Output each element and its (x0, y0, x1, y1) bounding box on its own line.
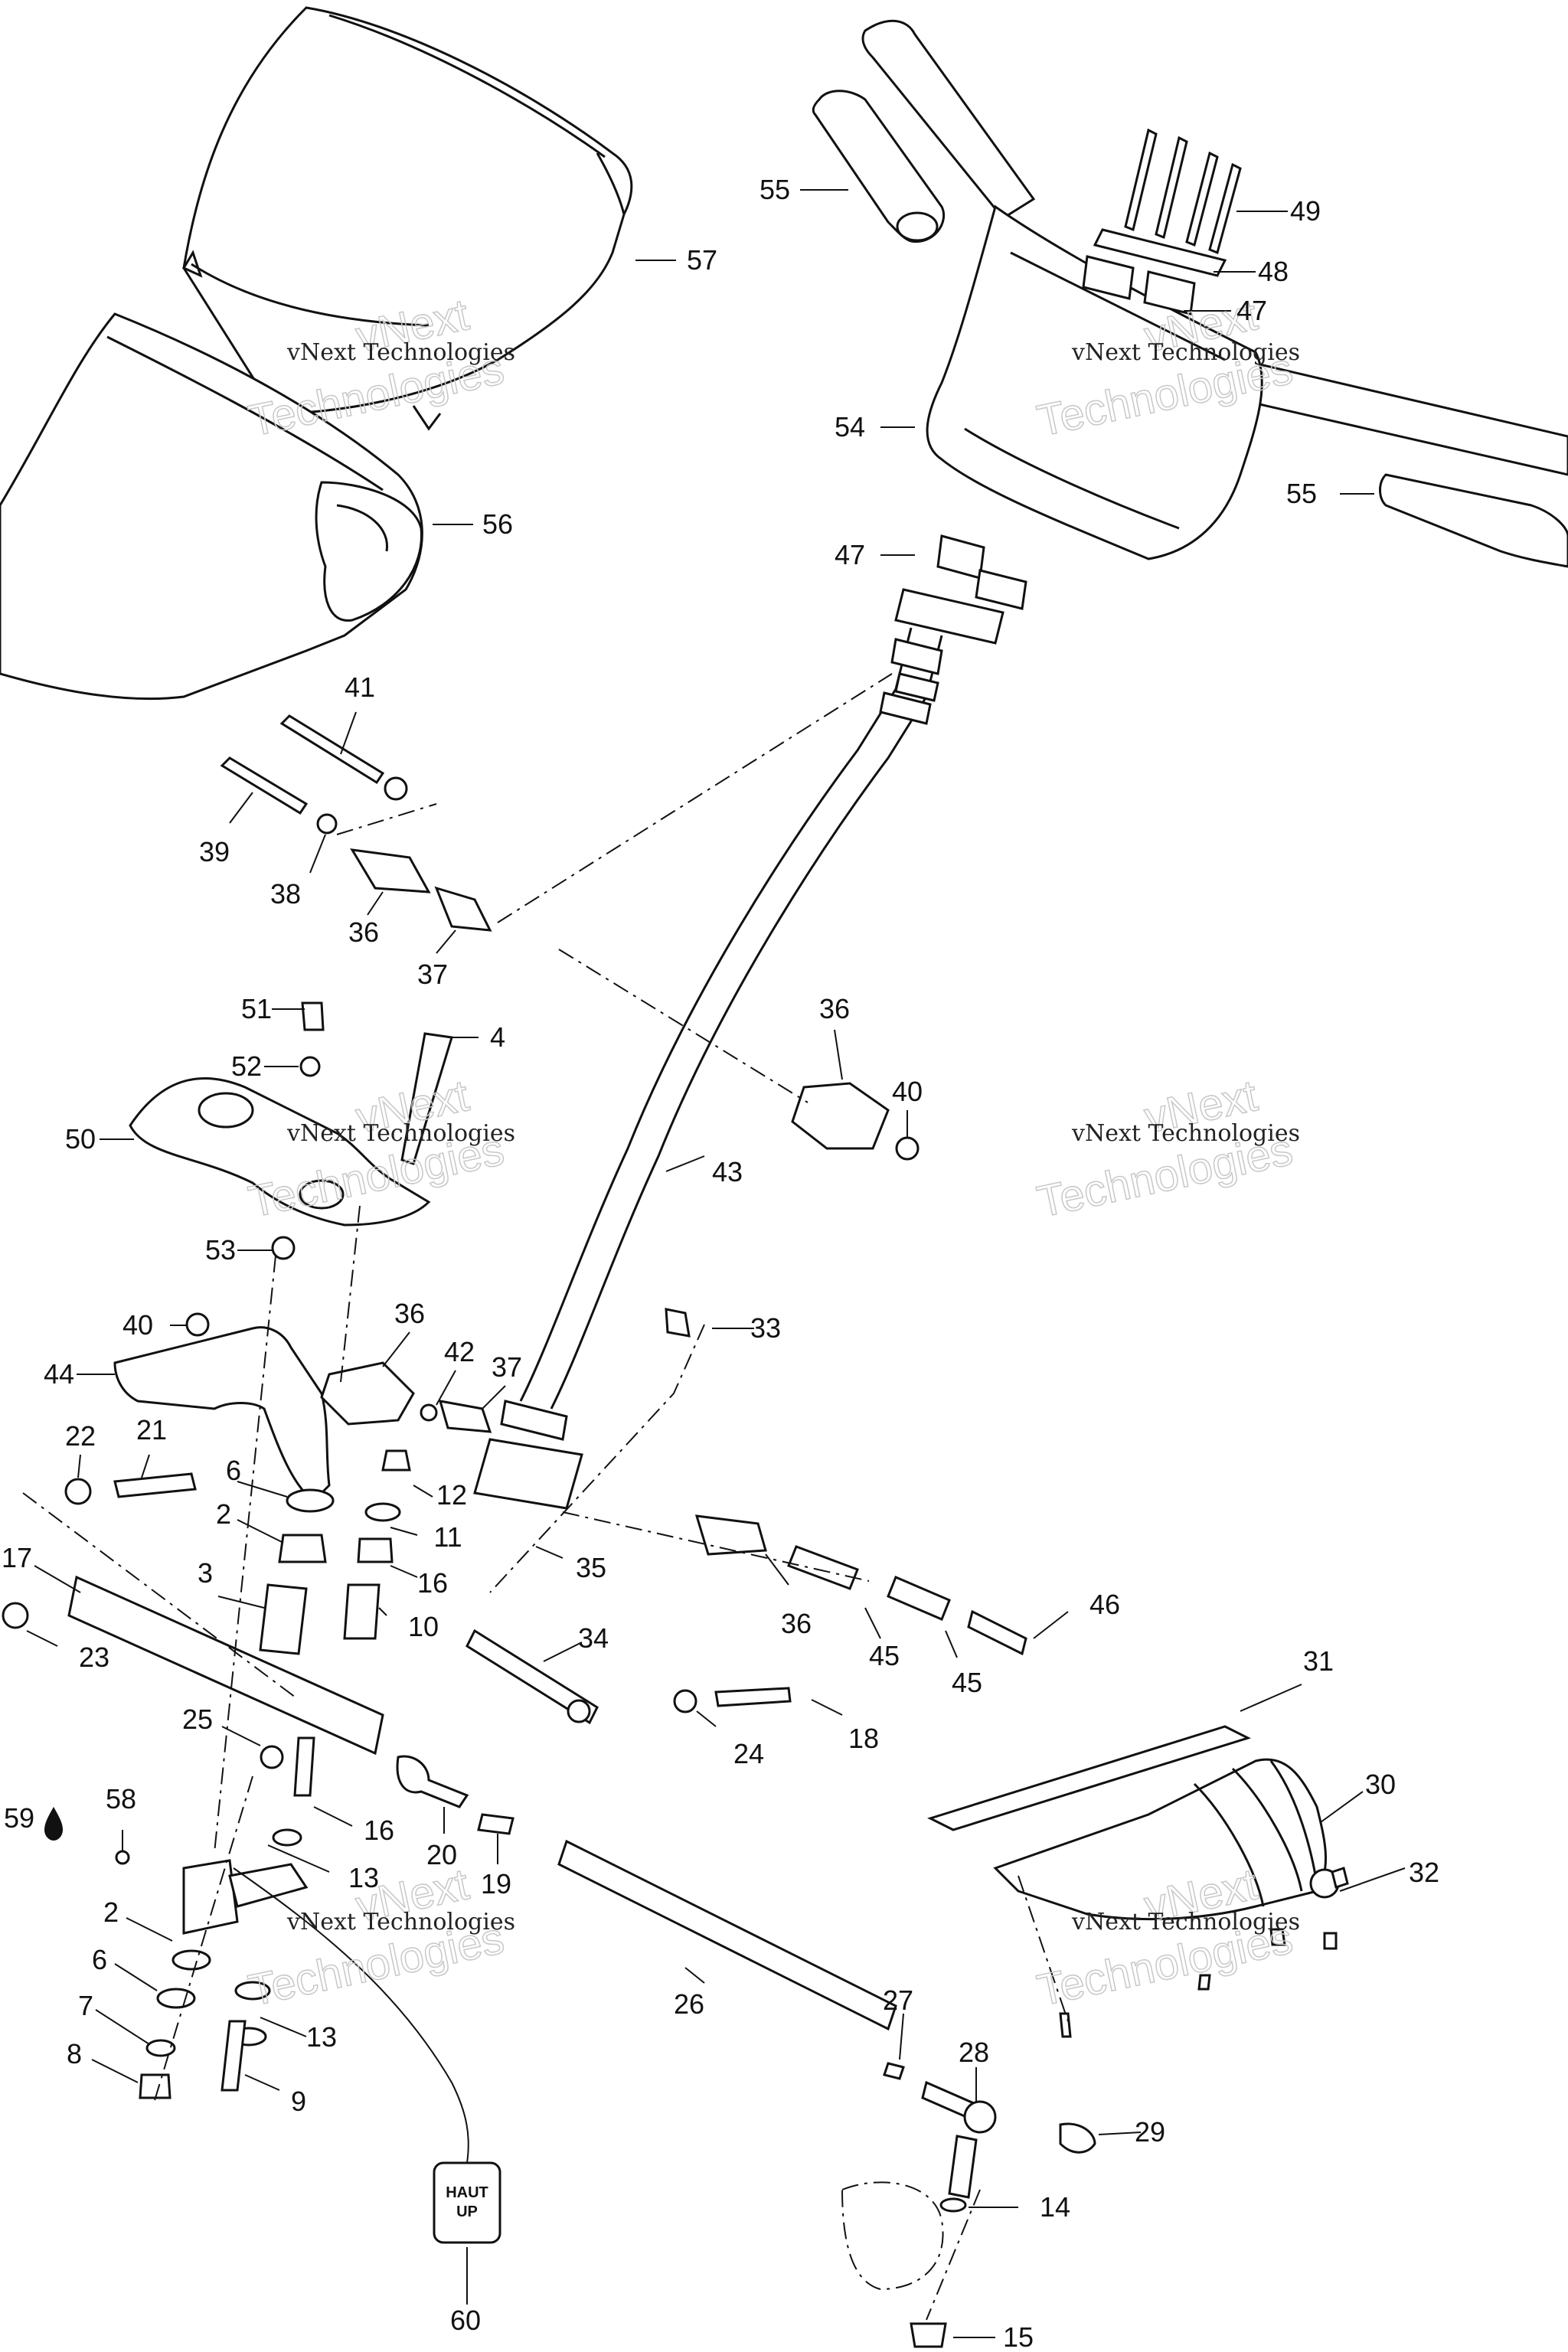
callout-11: 11 (433, 1521, 462, 1553)
callout-15: 15 (1003, 2321, 1034, 2352)
callout-50: 50 (65, 1123, 96, 1155)
callout-26: 26 (674, 1988, 704, 2020)
windshield-57 (181, 6, 633, 431)
callout-47-upper: 47 (1236, 295, 1267, 326)
callout-49: 49 (1290, 195, 1321, 227)
links (466, 1308, 1027, 1725)
callout-28: 28 (959, 2037, 989, 2068)
callout-59: 59 (4, 1802, 34, 1834)
callout-60: 60 (450, 2305, 481, 2336)
callout-36-lower: 36 (781, 1608, 812, 1639)
callout-52: 52 (231, 1050, 262, 1082)
callout-24: 24 (733, 1738, 764, 1769)
callout-34: 34 (578, 1622, 609, 1654)
callout-16-upper: 16 (417, 1567, 448, 1599)
callout-13-lower: 13 (306, 2021, 337, 2053)
watermark-text-2: vNext Technologies (1071, 339, 1300, 366)
callout-12: 12 (436, 1479, 467, 1511)
bracket-50 (129, 1001, 453, 1260)
callout-39: 39 (199, 836, 230, 867)
callout-37-upper: 37 (417, 959, 448, 990)
callout-35: 35 (576, 1552, 606, 1583)
callout-56: 56 (482, 508, 513, 540)
callout-21: 21 (136, 1414, 167, 1446)
callout-19: 19 (481, 1868, 511, 1900)
callout-18: 18 (848, 1723, 879, 1754)
boot-assembly (926, 1725, 1349, 2038)
callout-13-upper: 13 (348, 1862, 379, 1893)
callout-43: 43 (712, 1156, 743, 1187)
callout-2-lower: 2 (103, 1896, 119, 1928)
callout-42: 42 (444, 1336, 475, 1367)
callout-45-right: 45 (952, 1667, 982, 1698)
callout-41: 41 (345, 671, 375, 703)
callout-47-lower: 47 (835, 539, 865, 570)
callout-40-left: 40 (122, 1309, 153, 1341)
callout-38: 38 (270, 878, 301, 910)
callout-55-left-grip: 55 (760, 174, 790, 205)
upper-fasteners (220, 714, 492, 932)
callout-36-right: 36 (819, 993, 850, 1024)
left-stack (64, 1449, 411, 1655)
callout-6-upper: 6 (226, 1455, 241, 1486)
watermark-text-5: vNext Technologies (286, 1909, 515, 1936)
callout-27: 27 (883, 1984, 913, 2016)
callout-53: 53 (205, 1234, 236, 1266)
callout-36-center: 36 (394, 1298, 425, 1329)
watermark-text-1: vNext Technologies (286, 339, 515, 366)
callout-40-right: 40 (892, 1076, 923, 1107)
sleeve-36-center (320, 1361, 492, 1433)
callout-3: 3 (198, 1557, 213, 1589)
callout-46: 46 (1089, 1589, 1120, 1620)
callouts: 55 49 57 48 47 54 56 55 47 41 39 38 36 3… (2, 174, 1439, 2352)
up-label-60: HAUT UP (233, 1867, 501, 2244)
callout-2-upper: 2 (216, 1498, 231, 1530)
callout-23: 23 (79, 1642, 109, 1673)
callout-20: 20 (426, 1839, 457, 1870)
callout-32: 32 (1409, 1857, 1439, 1888)
callout-10: 10 (408, 1611, 439, 1642)
callout-4: 4 (490, 1021, 505, 1053)
handlebar-assembly (812, 19, 1568, 645)
watermark-text-4: vNext Technologies (1071, 1120, 1300, 1147)
callout-25: 25 (182, 1704, 213, 1735)
callout-9: 9 (291, 2086, 306, 2117)
callout-37-center: 37 (492, 1351, 522, 1383)
callout-51: 51 (241, 993, 272, 1024)
callout-31: 31 (1303, 1645, 1334, 1677)
steering-column-43 (473, 627, 943, 1510)
callout-55-right-grip: 55 (1286, 478, 1317, 509)
leader-lines (26, 189, 1406, 2338)
sleeve-36-right (791, 1082, 920, 1161)
callout-14: 14 (1040, 2191, 1070, 2223)
up-label-line1: HAUT (446, 2184, 488, 2201)
callout-57: 57 (687, 244, 717, 276)
callout-54: 54 (835, 411, 865, 443)
callout-44: 44 (44, 1358, 74, 1390)
arm-17 (2, 1575, 384, 1769)
up-label-line2: UP (456, 2203, 478, 2220)
watermark-text-3: vNext Technologies (286, 1120, 515, 1147)
callout-29: 29 (1135, 2116, 1165, 2148)
fairing-56 (0, 312, 423, 701)
callout-45-left: 45 (869, 1640, 900, 1671)
callout-48: 48 (1258, 256, 1289, 287)
callout-8: 8 (67, 2038, 82, 2069)
bracket-44 (113, 1312, 331, 1502)
callout-22: 22 (65, 1420, 96, 1452)
callout-36-upper: 36 (348, 916, 379, 948)
watermark-text-6: vNext Technologies (1071, 1909, 1300, 1936)
callout-6-lower: 6 (92, 1944, 107, 1975)
tie-rod-26 (396, 1755, 1096, 2348)
callout-33: 33 (750, 1312, 781, 1344)
callout-16-lower: 16 (364, 1815, 394, 1846)
steering-arm (115, 1736, 315, 2099)
assembly-lines (22, 673, 1069, 2321)
callout-30: 30 (1365, 1769, 1396, 1800)
callout-58: 58 (106, 1783, 136, 1815)
callout-17: 17 (2, 1542, 32, 1573)
callout-7: 7 (78, 1990, 93, 2021)
oil-drop-icon (44, 1807, 63, 1841)
